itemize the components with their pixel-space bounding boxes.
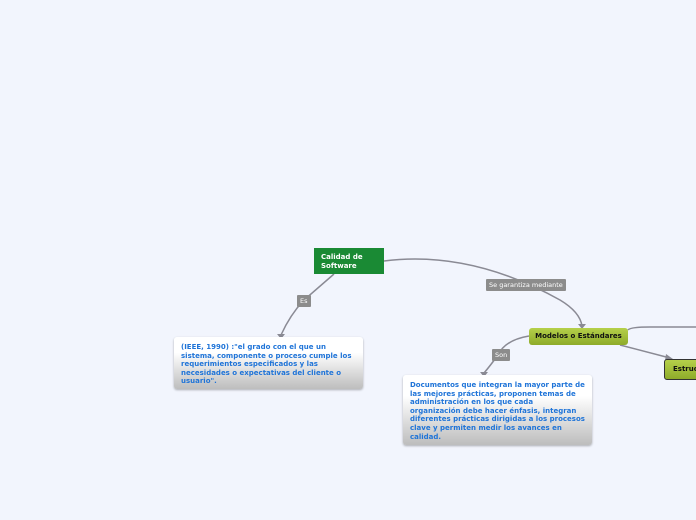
connector-guarantee [383, 258, 583, 327]
label-es: Es [297, 295, 311, 307]
node-estructura[interactable]: Estruc [664, 359, 696, 380]
connector-structure [619, 344, 671, 359]
arrow-icon [480, 372, 488, 377]
note-documentos[interactable]: Documentos que integran la mayor parte d… [403, 375, 592, 445]
arrow-icon [578, 324, 586, 329]
label-son: Son [492, 349, 511, 361]
label-se-garantiza-mediante: Se garantiza mediante [486, 279, 566, 291]
note-ieee-definition[interactable]: (IEEE, 1990) :"el grado con el que un si… [174, 337, 363, 389]
node-calidad-de-software[interactable]: Calidad de Software [314, 248, 384, 274]
node-modelos-o-estandares[interactable]: Modelos o Estándares [529, 328, 628, 345]
arrow-icon [277, 334, 285, 339]
connector-right [627, 326, 696, 331]
